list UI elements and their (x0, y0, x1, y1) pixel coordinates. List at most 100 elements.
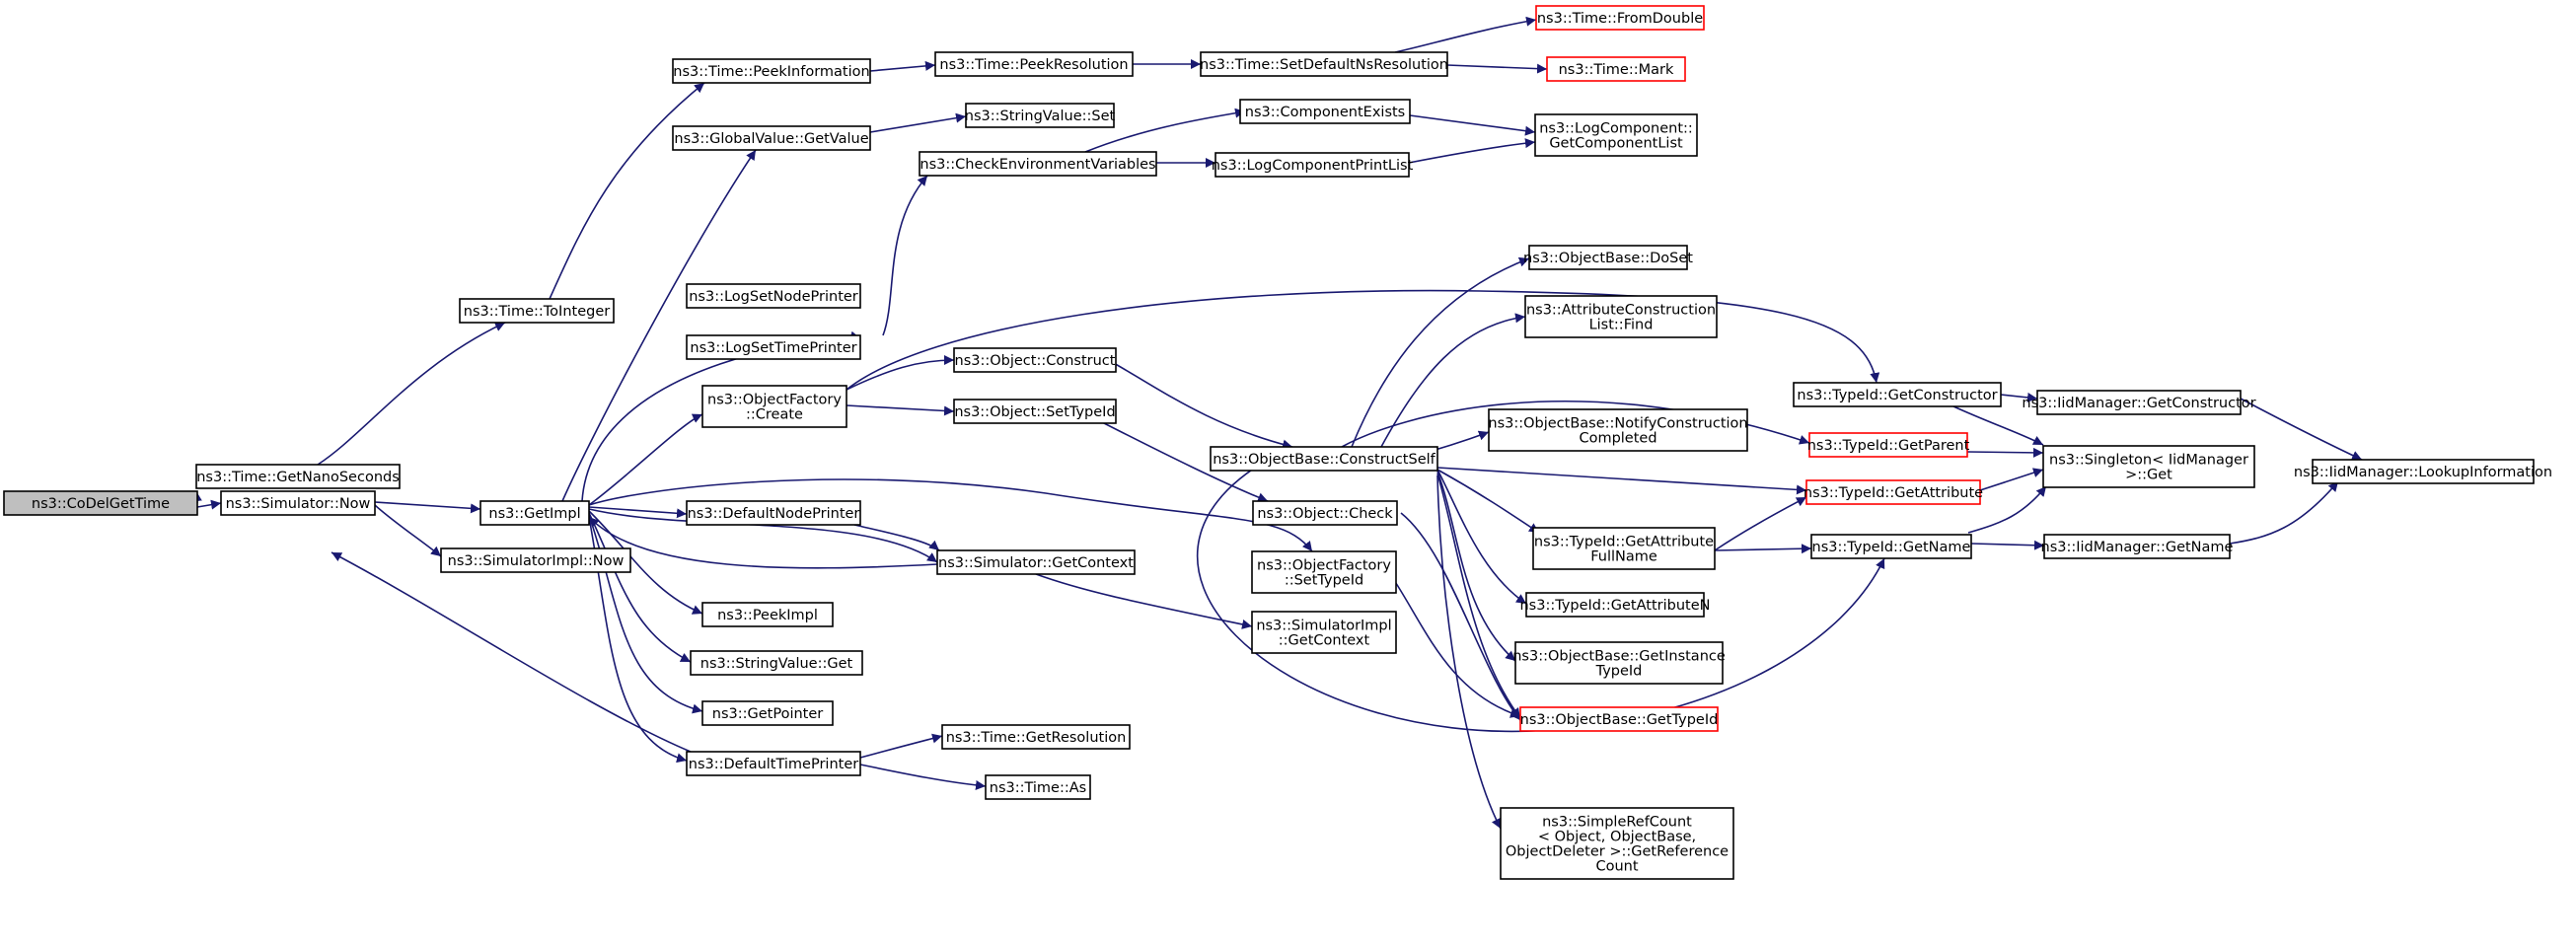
function-node[interactable]: ns3::SimulatorImpl::GetContext (1251, 611, 1397, 654)
function-node[interactable]: ns3::CoDelGetTime (3, 490, 198, 516)
function-node[interactable]: ns3::IidManager::GetName (2041, 534, 2234, 559)
node-box[interactable] (686, 751, 861, 776)
node-box[interactable] (686, 500, 861, 526)
function-node[interactable]: ns3::DefaultTimePrinter (686, 751, 861, 776)
node-box[interactable] (479, 500, 590, 526)
function-node[interactable]: ns3::GetImpl (479, 500, 590, 526)
function-node[interactable]: ns3::Time::FromDouble (1535, 5, 1705, 31)
function-node[interactable]: ns3::LogComponent::GetComponentList (1534, 113, 1698, 157)
function-node[interactable]: ns3::TypeId::GetAttributeN (1519, 592, 1711, 618)
function-node[interactable]: ns3::Time::SetDefaultNsResolution (1200, 51, 1448, 77)
function-node[interactable]: ns3::IidManager::GetConstructor (2022, 390, 2256, 415)
function-node[interactable]: ns3::TypeId::GetConstructor (1793, 382, 2002, 407)
function-node[interactable]: ns3::TypeId::GetAttribute (1803, 479, 1983, 505)
node-box[interactable] (701, 602, 834, 627)
node-box[interactable] (1546, 56, 1686, 82)
function-node[interactable]: ns3::ObjectFactory::Create (701, 385, 847, 428)
function-node[interactable]: ns3::Object::SetTypeId (953, 399, 1117, 424)
node-box[interactable] (2042, 445, 2255, 488)
function-node[interactable]: ns3::LogSetNodePrinter (686, 283, 861, 309)
function-node[interactable]: ns3::CheckEnvironmentVariables (919, 151, 1157, 177)
node-box[interactable] (440, 547, 631, 573)
node-box[interactable] (1535, 5, 1705, 31)
node-box[interactable] (1252, 500, 1398, 526)
node-box[interactable] (1210, 446, 1438, 472)
node-box[interactable] (1239, 99, 1411, 124)
function-node[interactable]: ns3::Simulator::GetContext (936, 549, 1136, 575)
function-node[interactable]: ns3::Time::GetResolution (941, 724, 1131, 750)
node-box[interactable] (1200, 51, 1448, 77)
node-box[interactable] (1805, 479, 1981, 505)
function-node[interactable]: ns3::Time::GetNanoSeconds (195, 464, 401, 489)
node-box[interactable] (1525, 592, 1705, 618)
node-box[interactable] (1251, 550, 1397, 594)
function-node[interactable]: ns3::ObjectBase::NotifyConstructionCompl… (1488, 408, 1748, 452)
node-box[interactable] (2312, 459, 2535, 484)
node-box[interactable] (1808, 432, 1968, 458)
function-node[interactable]: ns3::ObjectBase::DoSet (1523, 245, 1693, 270)
node-box[interactable] (1488, 408, 1748, 452)
function-node[interactable]: ns3::StringValue::Get (690, 650, 863, 676)
node-box[interactable] (985, 774, 1091, 800)
function-node[interactable]: ns3::PeekImpl (701, 602, 834, 627)
function-node[interactable]: ns3::Time::PeekInformation (672, 58, 871, 84)
function-node[interactable]: ns3::Simulator::Now (220, 490, 376, 516)
function-node[interactable]: ns3::DefaultNodePrinter (686, 500, 861, 526)
node-box[interactable] (1500, 807, 1734, 880)
node-box[interactable] (941, 724, 1131, 750)
node-box[interactable] (2043, 534, 2231, 559)
node-box[interactable] (701, 700, 834, 726)
node-box[interactable] (953, 399, 1117, 424)
function-node[interactable]: ns3::SimulatorImpl::Now (440, 547, 631, 573)
function-node[interactable]: ns3::ObjectFactory::SetTypeId (1251, 550, 1397, 594)
function-node[interactable]: ns3::SimpleRefCount< Object, ObjectBase,… (1500, 807, 1734, 880)
function-node[interactable]: ns3::StringValue::Set (965, 103, 1116, 128)
node-box[interactable] (1810, 534, 1972, 559)
node-box[interactable] (686, 283, 861, 309)
function-node[interactable]: ns3::Time::ToInteger (459, 298, 615, 324)
node-box[interactable] (690, 650, 863, 676)
node-box[interactable] (1514, 641, 1724, 685)
node-box[interactable] (1793, 382, 2002, 407)
node-box[interactable] (936, 549, 1136, 575)
node-box[interactable] (459, 298, 615, 324)
function-node[interactable]: ns3::IidManager::LookupInformation (2294, 459, 2552, 484)
node-box[interactable] (701, 385, 847, 428)
function-node[interactable]: ns3::LogComponentPrintList (1212, 152, 1414, 178)
node-box[interactable] (919, 151, 1157, 177)
function-node[interactable]: ns3::GetPointer (701, 700, 834, 726)
node-box[interactable] (934, 51, 1134, 77)
node-box[interactable] (1519, 706, 1719, 732)
node-box[interactable] (1251, 611, 1397, 654)
node-box[interactable] (220, 490, 376, 516)
function-node[interactable]: ns3::Singleton< IidManager >::Get (2042, 445, 2255, 488)
function-node[interactable]: ns3::Time::As (985, 774, 1091, 800)
node-box[interactable] (953, 347, 1117, 373)
function-node[interactable]: ns3::Object::Check (1252, 500, 1398, 526)
node-box[interactable] (1528, 245, 1688, 270)
function-node[interactable]: ns3::Object::Construct (953, 347, 1117, 373)
function-node[interactable]: ns3::ComponentExists (1239, 99, 1411, 124)
function-node[interactable]: ns3::ObjectBase::ConstructSelf (1210, 446, 1438, 472)
node-box[interactable] (195, 464, 401, 489)
node-box[interactable] (1214, 152, 1410, 178)
function-node[interactable]: ns3::TypeId::GetName (1810, 534, 1972, 559)
function-node[interactable]: ns3::ObjectBase::GetTypeId (1519, 706, 1719, 732)
node-box[interactable] (1532, 527, 1716, 570)
node-box[interactable] (1524, 295, 1718, 338)
node-box[interactable] (672, 58, 871, 84)
node-box[interactable] (672, 125, 871, 151)
function-node[interactable]: ns3::TypeId::GetParent (1807, 432, 1970, 458)
function-node[interactable]: ns3::Time::Mark (1546, 56, 1686, 82)
node-box[interactable] (3, 490, 198, 516)
node-box[interactable] (1534, 113, 1698, 157)
node-box[interactable] (965, 103, 1115, 128)
function-node[interactable]: ns3::LogSetTimePrinter (686, 334, 861, 360)
function-node[interactable]: ns3::GlobalValue::GetValue (672, 125, 871, 151)
function-node[interactable]: ns3::Time::PeekResolution (934, 51, 1134, 77)
node-box[interactable] (686, 334, 861, 360)
node-box[interactable] (2036, 390, 2242, 415)
